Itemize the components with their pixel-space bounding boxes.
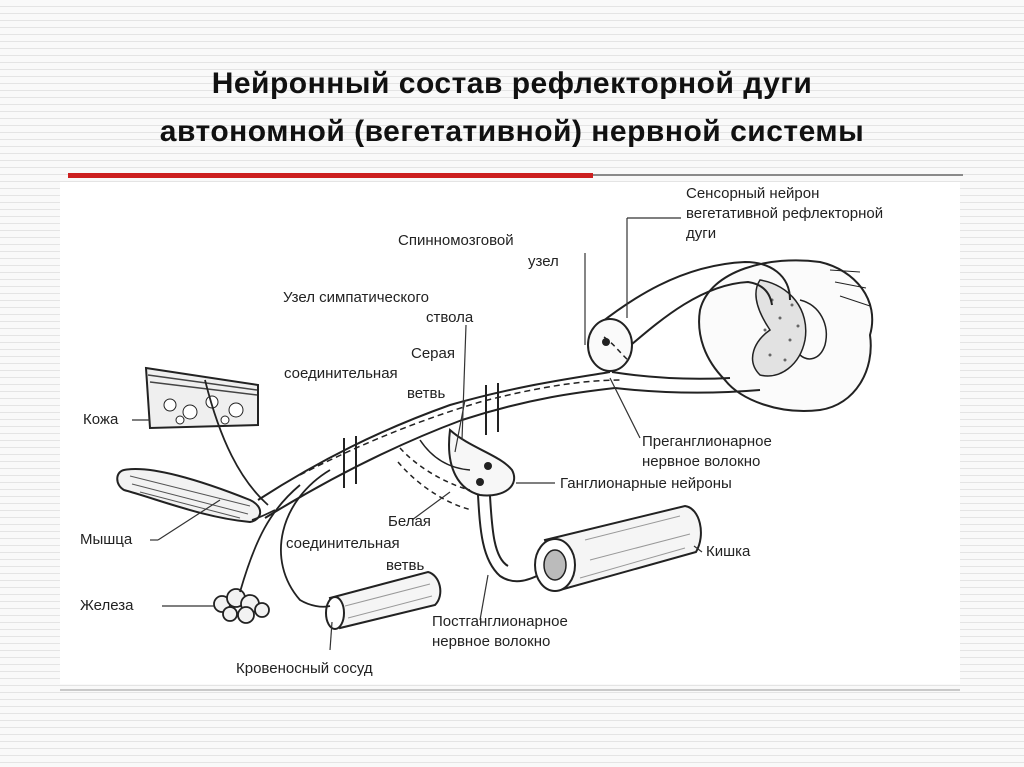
label-sensory-neuron-1: Сенсорный нейрон [686,185,819,202]
title-line-2: автономной (вегетативной) нервной систем… [159,115,865,148]
dorsal-root-ganglion [587,260,791,372]
skin-shape [144,366,259,430]
gland-shape [213,588,270,624]
sympathetic-ganglion [397,427,515,511]
label-sensory-neuron-3: дуги [686,225,716,242]
diagram-panel: Сенсорный нейрон вегетативной рефлекторн… [60,182,960,684]
label-gland: Железа [80,597,134,614]
title-underline-red [68,173,593,178]
reflex-arc-diagram: Сенсорный нейрон вегетативной рефлекторн… [80,185,883,677]
label-skin: Кожа [83,411,119,428]
diagram-labels: Сенсорный нейрон вегетативной рефлекторн… [80,185,883,677]
label-white-ramus-1: Белая [388,513,431,530]
label-spinal-ganglion-2: узел [528,253,559,270]
label-white-ramus-2: соединительная [286,535,400,552]
label-white-ramus-3: ветвь [386,557,424,574]
postganglionic-path [477,494,546,583]
label-preganglionic-2: нервное волокно [642,453,760,470]
label-postganglionic-1: Постганглионарное [432,613,568,630]
label-intestine: Кишка [706,543,751,560]
blood-vessel-shape [325,570,442,630]
bottom-divider [60,689,960,691]
label-preganglionic-1: Преганглионарное [642,433,772,450]
spinal-cord [698,259,874,412]
muscle-shape [116,468,262,524]
gray-matter-texture [763,298,800,362]
label-gray-ramus-2: соединительная [284,365,398,382]
label-ganglionic-neurons: Ганглионарные нейроны [560,475,732,492]
intestine-shape [534,504,702,592]
label-blood-vessel: Кровеносный сосуд [236,660,373,677]
label-spinal-ganglion-1: Спинномозговой [398,232,514,249]
leader-lines [132,217,703,651]
label-gray-ramus-1: Серая [411,345,455,362]
title-underline-gray [593,174,963,176]
label-postganglionic-2: нервное волокно [432,633,550,650]
title-line-1: Нейронный состав рефлекторной дуги [211,67,813,100]
nerve-trunk [257,371,761,519]
ganglion-neuron-body [602,338,610,346]
slide-title: Нейронный состав рефлекторной дуги автон… [30,60,994,156]
label-sympathetic-node-2: ствола [426,309,474,326]
label-sensory-neuron-2: вегетативной рефлекторной [686,205,883,222]
efferent-fibers [204,379,331,608]
label-sympathetic-node-1: Узел симпатического [283,289,429,306]
trunk-break-marks [343,383,499,488]
ganglionic-neuron-marks [476,462,492,486]
label-muscle: Мышца [80,531,133,548]
label-gray-ramus-3: ветвь [407,385,445,402]
